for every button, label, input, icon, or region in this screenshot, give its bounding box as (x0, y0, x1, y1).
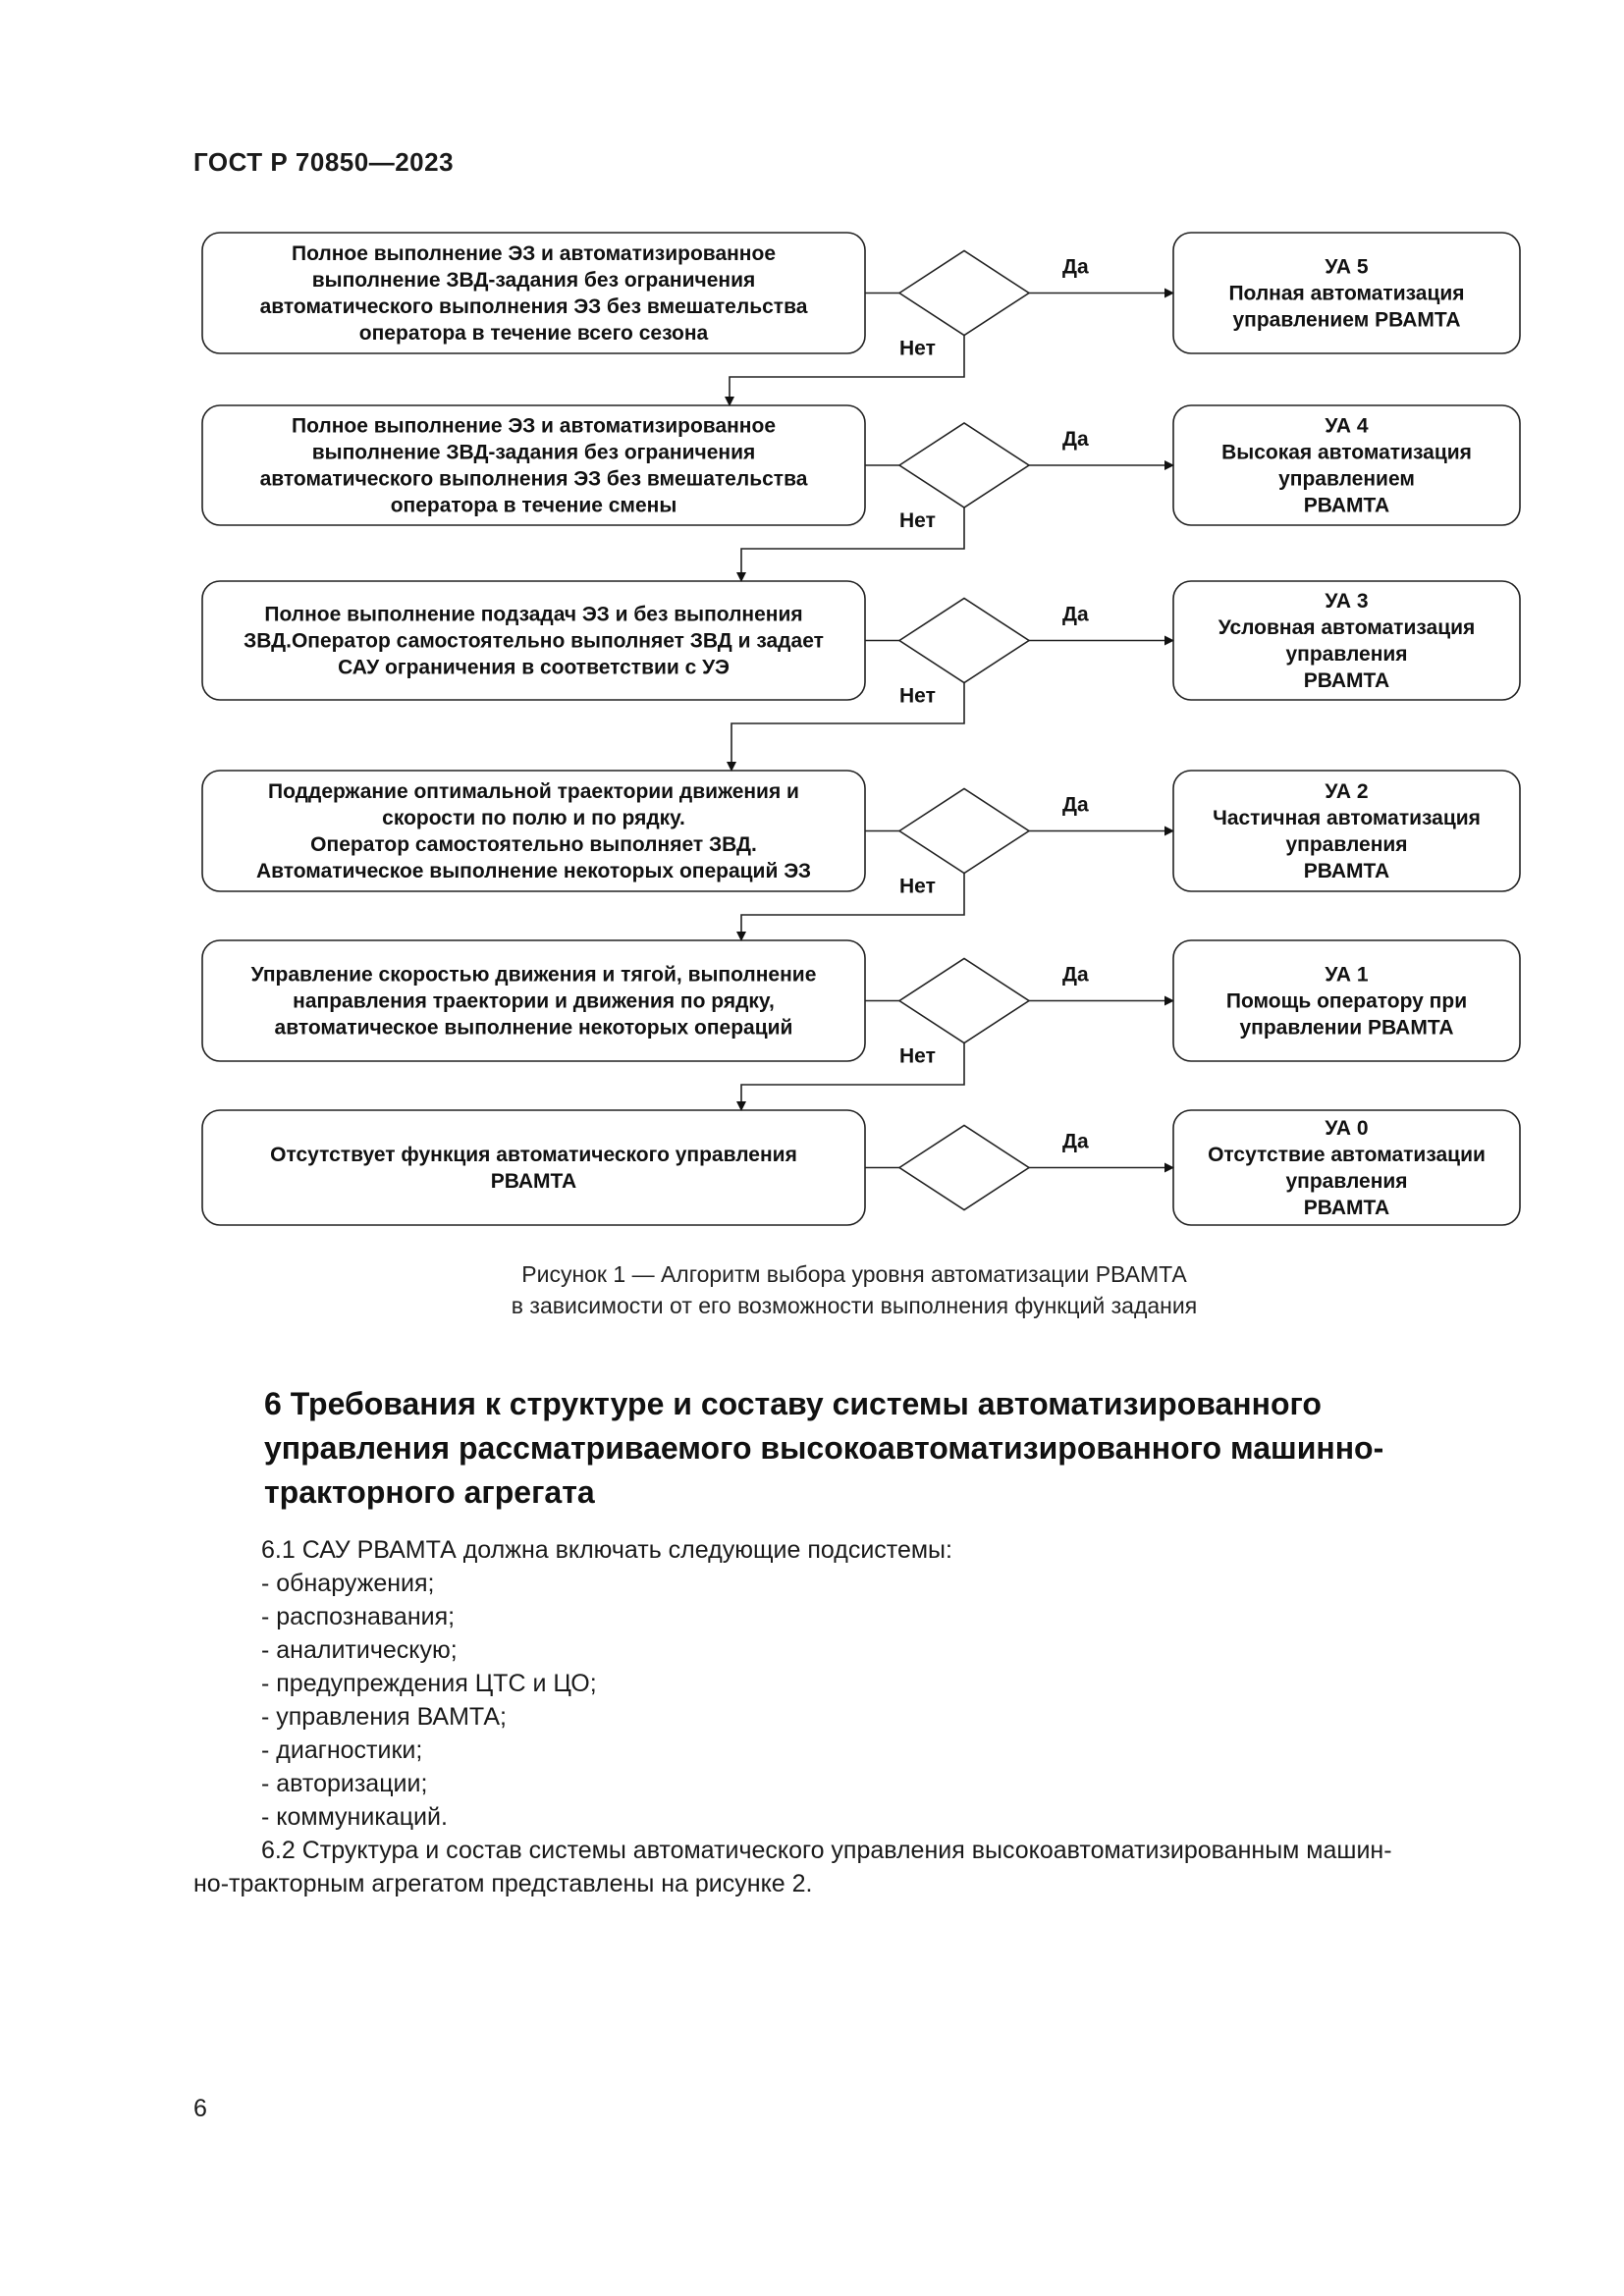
result-text: УА 1 (1325, 964, 1368, 987)
result-text: управлением РВАМТА (1232, 309, 1460, 332)
yes-label: Да (1062, 604, 1089, 626)
result-text: УА 2 (1325, 780, 1368, 803)
result-box (1172, 404, 1521, 526)
paragraph-6-1: 6.1 САУ РВАМТА должна включать следующие… (261, 1536, 952, 1564)
condition-box (201, 1109, 866, 1226)
result-text: управлением (1278, 468, 1415, 491)
condition-text: автоматического выполнения ЭЗ без вмешат… (260, 468, 808, 491)
condition-text: Автоматическое выполнение некоторых опер… (256, 860, 811, 882)
result-text: Отсутствие автоматизации (1208, 1144, 1486, 1166)
result-text: управления (1285, 643, 1407, 666)
decision-diamond (897, 957, 1031, 1044)
decision-diamond (897, 597, 1031, 684)
paragraph-6-2-line1: 6.2 Структура и состав системы автоматич… (261, 1837, 1392, 1864)
no-arrow (725, 335, 965, 406)
condition-text: Отсутствует функция автоматического упра… (270, 1144, 797, 1166)
result-text: УА 0 (1325, 1117, 1368, 1140)
condition-text: выполнение ЗВД-задания без ограничения (312, 442, 756, 464)
condition-text: Полное выполнение подзадач ЭЗ и без выпо… (264, 604, 802, 626)
list-item: - предупреждения ЦТС и ЦО; (261, 1670, 597, 1697)
yes-label: Да (1062, 256, 1089, 279)
list-item: - аналитическую; (261, 1636, 458, 1664)
result-text: РВАМТА (1304, 1197, 1389, 1219)
no-label: Нет (899, 338, 936, 360)
condition-text: Полное выполнение ЭЗ и автоматизированно… (292, 415, 776, 438)
condition-text: Полное выполнение ЭЗ и автоматизированно… (292, 242, 776, 265)
decision-diamond (897, 249, 1031, 337)
result-box (1172, 232, 1521, 354)
condition-text: выполнение ЗВД-задания без ограничения (312, 269, 756, 292)
result-box (1172, 580, 1521, 701)
list-item: - диагностики; (261, 1736, 423, 1764)
result-text: УА 3 (1325, 590, 1368, 613)
result-text: Помощь оператору при (1226, 990, 1467, 1013)
decision-diamond (897, 787, 1031, 875)
result-text: управления (1285, 1170, 1407, 1193)
condition-text: Оператор самостоятельно выполняет ЗВД. (310, 833, 757, 856)
condition-text: направления траектории и движения по ряд… (293, 990, 775, 1013)
result-text: Высокая автоматизация (1221, 442, 1472, 464)
condition-text: РВАМТА (491, 1170, 576, 1193)
yes-label: Да (1062, 1131, 1089, 1153)
condition-text: оператора в течение всего сезона (359, 322, 709, 345)
document-code: ГОСТ Р 70850—2023 (193, 147, 455, 177)
list-item: - авторизации; (261, 1770, 428, 1797)
flowchart-diagram: Полное выполнение ЭЗ и автоматизированно… (201, 232, 1521, 1226)
decision-diamond (897, 422, 1031, 508)
list-item: - управления ВАМТА; (261, 1703, 507, 1731)
result-text: УА 5 (1325, 256, 1368, 279)
result-text: РВАМТА (1304, 860, 1389, 882)
result-text: РВАМТА (1304, 669, 1389, 692)
figure-caption-line2: в зависимости от его возможности выполне… (511, 1293, 1198, 1318)
result-text: Условная автоматизация (1218, 616, 1476, 639)
result-text: РВАМТА (1304, 495, 1389, 517)
result-text: управлении РВАМТА (1239, 1017, 1453, 1040)
list-item: - коммуникаций. (261, 1803, 448, 1831)
no-arrow (736, 507, 965, 582)
condition-text: скорости по полю и по рядку. (382, 807, 685, 829)
yes-label: Да (1062, 964, 1089, 987)
result-box (1172, 1109, 1521, 1226)
decision-diamond (897, 1124, 1031, 1211)
no-label: Нет (899, 1045, 936, 1068)
condition-text: ЗВД.Оператор самостоятельно выполняет ЗВ… (244, 630, 824, 653)
list-item: - обнаружения; (261, 1570, 435, 1597)
section-heading: 6 Требования к структуре и составу систе… (264, 1386, 1384, 1510)
result-text: управления (1285, 833, 1407, 856)
condition-text: САУ ограничения в соответствии с УЭ (338, 657, 730, 679)
condition-text: Поддержание оптимальной траектории движе… (268, 780, 799, 803)
figure-caption-line1: Рисунок 1 — Алгоритм выбора уровня автом… (521, 1261, 1187, 1287)
condition-text: автоматическое выполнение некоторых опер… (275, 1017, 793, 1040)
no-label: Нет (899, 876, 936, 898)
condition-text: автоматического выполнения ЭЗ без вмешат… (260, 295, 808, 318)
page-number: 6 (193, 2095, 207, 2122)
yes-label: Да (1062, 794, 1089, 817)
list-item: - распознавания; (261, 1603, 456, 1630)
no-arrow (736, 873, 965, 941)
result-box (1172, 770, 1521, 892)
no-arrow (736, 1042, 965, 1111)
no-label: Нет (899, 685, 936, 708)
no-arrow (727, 682, 965, 772)
yes-label: Да (1062, 428, 1089, 451)
result-box (1172, 939, 1521, 1062)
result-text: Полная автоматизация (1228, 283, 1464, 305)
result-text: УА 4 (1325, 415, 1368, 438)
condition-text: Управление скоростью движения и тягой, в… (251, 964, 817, 987)
no-label: Нет (899, 509, 936, 532)
result-text: Частичная автоматизация (1213, 807, 1481, 829)
paragraph-6-2-line2: но-тракторным агрегатом представлены на … (193, 1870, 813, 1897)
condition-text: оператора в течение смены (391, 495, 677, 517)
